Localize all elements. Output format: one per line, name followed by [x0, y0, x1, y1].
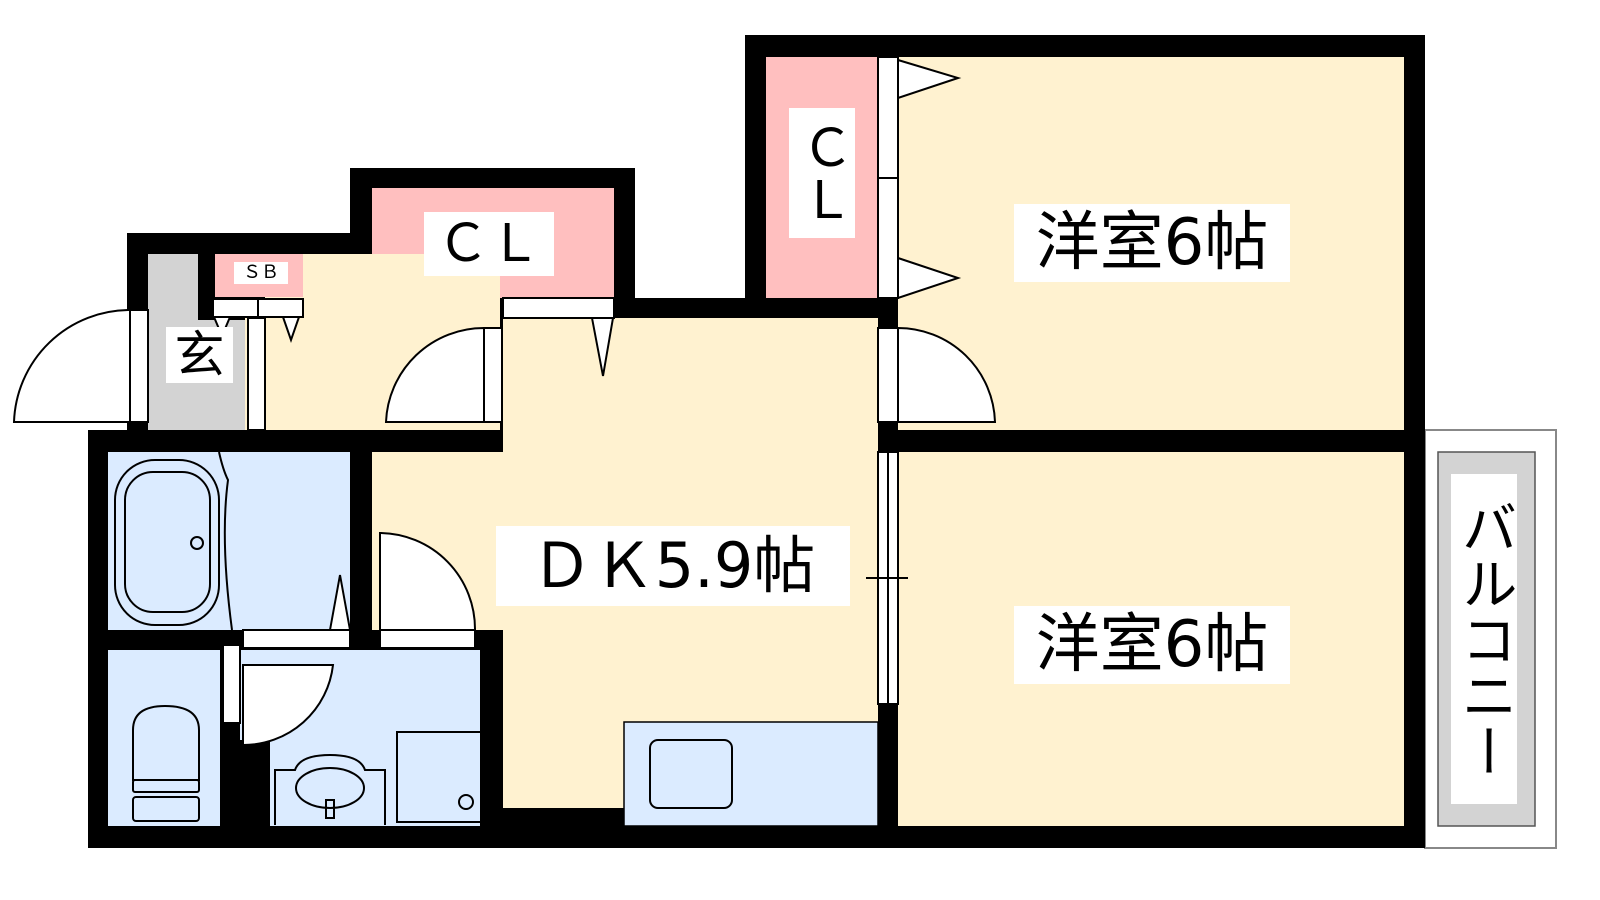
balcony-label: バルコニー	[1451, 474, 1517, 804]
front-door[interactable]	[12, 308, 131, 423]
hall-door[interactable]	[384, 326, 485, 423]
shoe-box-label: ＳＢ	[234, 262, 288, 284]
sink-icon	[649, 739, 733, 809]
washbasin-icon	[274, 753, 386, 825]
room-top-door[interactable]	[897, 326, 997, 423]
western-room-bottom-label: 洋室6帖	[1014, 606, 1290, 684]
dining-kitchen-label: ＤＫ5.9帖	[496, 526, 850, 606]
closet-top-label: ＣＬ	[424, 212, 554, 276]
entrance-label: 玄	[166, 327, 233, 383]
kitchen-counter	[623, 721, 879, 827]
toilet-room	[108, 650, 220, 826]
toilet-icon	[132, 704, 200, 822]
doors	[12, 56, 997, 747]
bathtub-icon	[114, 451, 233, 631]
dk-door[interactable]	[379, 531, 477, 631]
washroom-door[interactable]	[242, 664, 335, 747]
washing-machine-icon	[396, 731, 483, 823]
closet-side-label: ＣＬ	[789, 108, 855, 238]
western-room-top-label: 洋室6帖	[1014, 204, 1290, 282]
